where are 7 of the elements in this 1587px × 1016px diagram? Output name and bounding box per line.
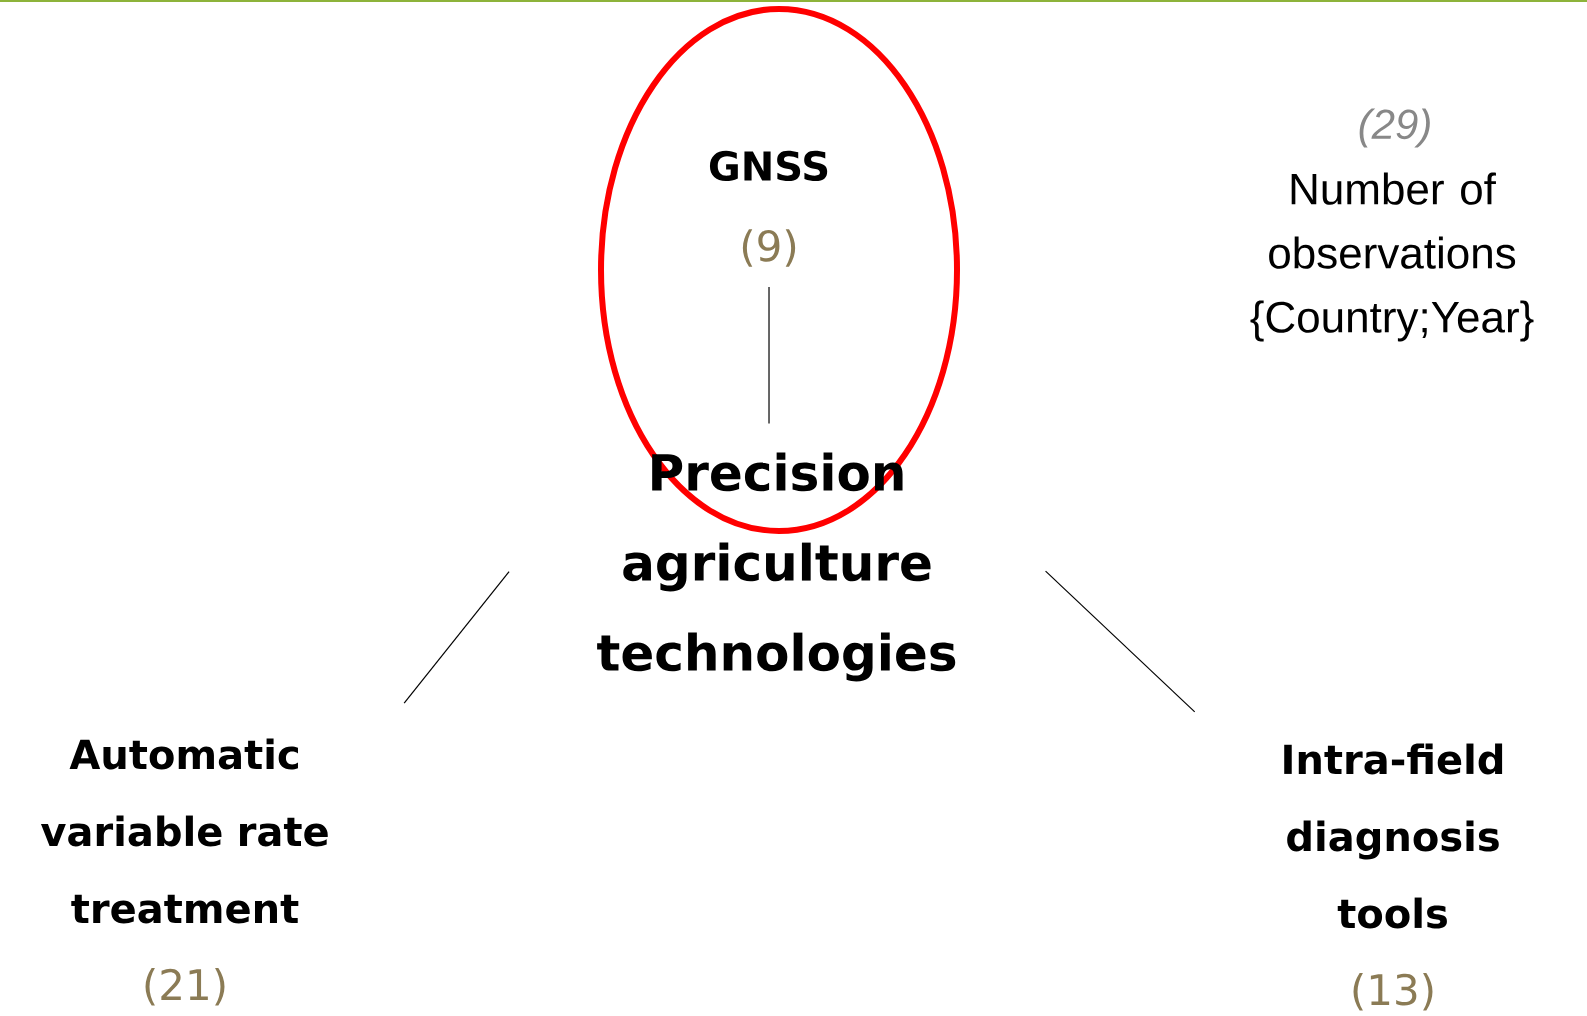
count-note: (29) xyxy=(1359,108,1430,148)
connector-line xyxy=(403,571,510,704)
connector-line xyxy=(768,286,770,424)
connector-line xyxy=(1045,570,1196,713)
node-text: Automatic variable rate treatment (21) xyxy=(41,738,328,1006)
legend-note: Number of observations {Country;Year} xyxy=(1250,172,1534,342)
node-text: Intra-field diagnosis tools (13) xyxy=(1284,743,1503,1011)
